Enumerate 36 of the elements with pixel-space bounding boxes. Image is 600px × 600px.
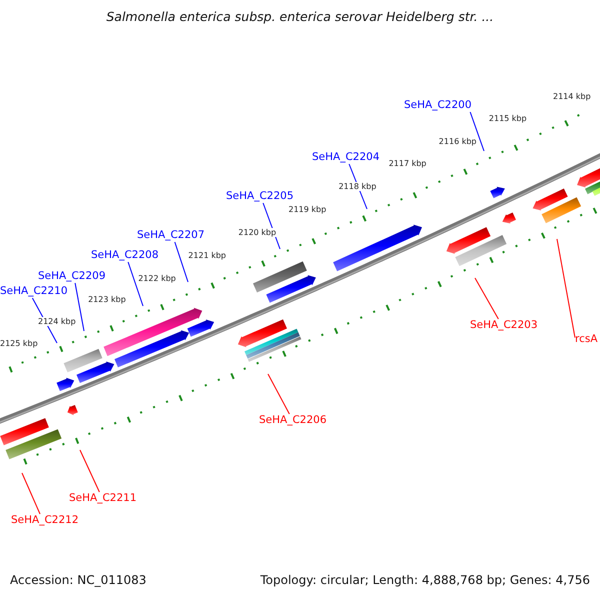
gene-label: SeHA_C2203 — [470, 319, 538, 332]
gene-label: SeHA_C2208 — [91, 249, 159, 262]
leader-line — [268, 374, 290, 414]
gene-label: SeHA_C2206 — [259, 414, 327, 427]
position-label: 2114 kbp — [553, 92, 591, 101]
leader-line — [80, 450, 100, 492]
position-label: 2117 kbp — [388, 159, 426, 168]
gene-label: SeHA_C2207 — [137, 229, 205, 242]
position-label: 2115 kbp — [488, 114, 527, 124]
leader-line — [470, 112, 484, 152]
gene-label: rcsA — [575, 333, 598, 346]
topology-text: Topology: circular; Length: 4,888,768 bp; Genes: 4,756 — [260, 573, 590, 587]
gene-label: SeHA_C2212 — [11, 514, 79, 527]
position-label: 2122 kbp — [138, 274, 176, 283]
position-label: 2118 kbp — [338, 182, 376, 191]
gene-label: SeHA_C2205 — [226, 190, 294, 203]
gene-label: SeHA_C2210 — [0, 285, 68, 298]
leader-line — [74, 282, 84, 332]
position-label: 2124 kbp — [38, 317, 76, 326]
gene-label: SeHA_C2211 — [69, 492, 137, 505]
leader-line — [174, 242, 188, 282]
leader-line — [474, 278, 499, 320]
position-label: 2123 kbp — [88, 295, 126, 304]
title: Salmonella enterica subsp. enterica serovar Heidelberg str. ... — [105, 9, 495, 24]
position-label: 2121 kbp — [188, 250, 226, 260]
leader-line — [22, 472, 40, 514]
position-label: 2120 kbp — [238, 228, 276, 237]
accession-text: Accession: NC_011083 — [10, 573, 146, 587]
gene-label: SeHA_C2204 — [312, 151, 380, 164]
position-label: 2119 kbp — [288, 204, 326, 214]
position-label: 2125 kbp — [0, 339, 38, 348]
gene-label: SeHA_C2209 — [38, 270, 106, 283]
position-label: 2116 kbp — [438, 136, 476, 146]
leader-line — [128, 262, 144, 306]
gene-label: SeHA_C2200 — [404, 99, 472, 112]
leader-line — [556, 238, 576, 338]
